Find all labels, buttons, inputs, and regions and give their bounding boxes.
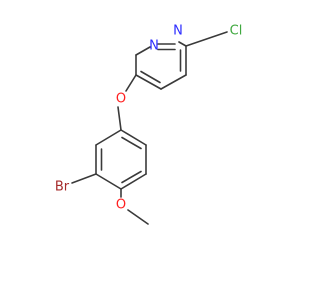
atom-labels: N N Cl O Br O [55, 24, 242, 213]
atom-o-ether: O [116, 92, 126, 107]
bond-c6-c1-double [121, 136, 142, 150]
bond-c1-c2 [95, 129, 122, 146]
bond-n2-c6 [178, 41, 187, 47]
structure-canvas: N N Cl O Br O [55, 24, 242, 225]
bond-c5-c4 [160, 74, 187, 90]
bond-c3-o [125, 74, 137, 92]
bond-c6-c1 [120, 129, 147, 146]
atom-br: Br [55, 180, 70, 195]
bond-o-c1prime [117, 106, 122, 131]
atom-n1: N [149, 39, 159, 54]
bond-c4-c5 [120, 173, 147, 190]
atom-n2: N [173, 24, 183, 39]
atom-cl: Cl [230, 24, 243, 39]
bonds [71, 31, 228, 225]
bond-n1-c3-top [135, 46, 151, 56]
bond-c4-c3 [135, 74, 162, 90]
bond-c3-br [71, 173, 97, 184]
atom-o-methoxy: O [116, 198, 126, 213]
molecule-drawing: N N Cl O Br O [55, 24, 242, 225]
bond-c4-c3-double [140, 70, 161, 84]
bond-c4-c5-double [121, 170, 142, 184]
bond-c3-c4 [95, 173, 122, 190]
bond-c6-cl [185, 31, 228, 47]
bond-o-ch3 [127, 209, 149, 225]
